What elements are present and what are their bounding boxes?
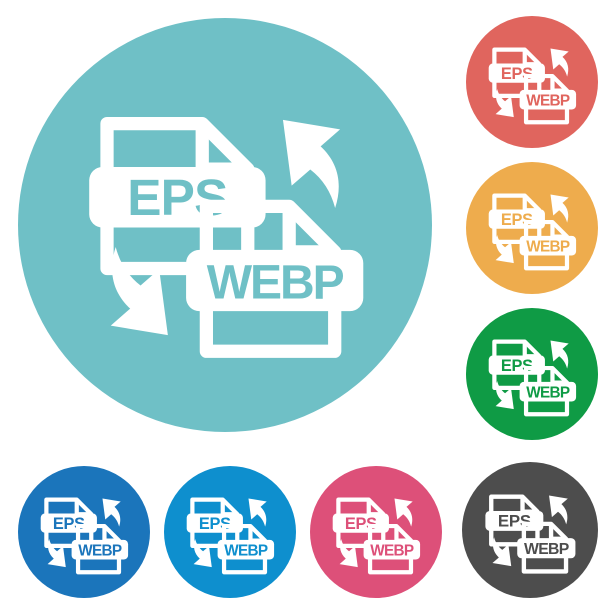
eps-webp-conversion-icon-light-blue[interactable]: EPS WEBP: [164, 466, 296, 598]
up-left-curved-arrow: [248, 498, 267, 527]
source-file-label-band: EPS: [485, 510, 544, 531]
source-file-label-text: EPS: [501, 357, 533, 375]
up-left-curved-arrow: [102, 498, 121, 527]
eps-webp-conversion-icon-teal[interactable]: EPS WEBP: [18, 18, 432, 432]
down-right-curved-arrow: [47, 538, 66, 568]
source-file-label-band: EPS: [89, 167, 266, 228]
source-file-label-text: EPS: [501, 65, 533, 83]
target-file-label-text: WEBP: [224, 542, 268, 559]
source-file-label-band: EPS: [186, 513, 243, 533]
down-right-curved-arrow: [495, 234, 514, 264]
file-conversion-glyph: EPS WEBP: [485, 494, 576, 574]
source-file-label-band: EPS: [40, 513, 97, 533]
up-left-curved-arrow: [549, 495, 568, 525]
target-file-label-band: WEBP: [517, 538, 576, 559]
target-file-label-text: WEBP: [526, 238, 570, 255]
up-left-curved-arrow: [550, 340, 569, 369]
target-file-label-text: WEBP: [526, 92, 570, 109]
target-file-label-band: WEBP: [217, 539, 275, 559]
source-file-label-text: EPS: [345, 515, 377, 533]
source-file-label-band: EPS: [488, 355, 545, 375]
file-conversion-glyph: EPS WEBP: [40, 497, 129, 575]
source-file-label-text: EPS: [501, 211, 533, 229]
source-file-label-band: EPS: [488, 63, 545, 83]
file-conversion-glyph: EPS WEBP: [89, 116, 364, 358]
source-file-label-band: EPS: [488, 209, 545, 229]
target-file-label-band: WEBP: [519, 381, 577, 401]
target-file-label-band: WEBP: [519, 235, 577, 255]
up-left-curved-arrow: [550, 48, 569, 77]
up-left-curved-arrow: [550, 194, 569, 223]
eps-webp-conversion-icon-blue[interactable]: EPS WEBP: [18, 466, 150, 598]
down-right-curved-arrow: [495, 88, 514, 118]
target-file-label-band: WEBP: [71, 539, 129, 559]
target-file-label-text: WEBP: [526, 384, 570, 401]
eps-webp-conversion-icon-pink[interactable]: EPS WEBP: [310, 466, 442, 598]
file-conversion-glyph: EPS WEBP: [488, 193, 577, 271]
eps-webp-conversion-icon-orange[interactable]: EPS WEBP: [466, 162, 598, 294]
source-file-label-band: EPS: [332, 513, 389, 533]
file-conversion-glyph: EPS WEBP: [488, 47, 577, 125]
target-file-label-text: WEBP: [78, 542, 122, 559]
eps-webp-conversion-icon-green[interactable]: EPS WEBP: [466, 308, 598, 440]
target-file-label-text: WEBP: [524, 541, 569, 558]
down-right-curved-arrow: [110, 246, 168, 336]
target-file-label-band: WEBP: [363, 539, 421, 559]
target-file-label-band: WEBP: [186, 249, 364, 312]
up-left-curved-arrow: [282, 119, 341, 209]
eps-webp-conversion-icon-gray[interactable]: EPS WEBP: [462, 462, 598, 598]
source-file-label-text: EPS: [53, 515, 85, 533]
down-right-curved-arrow: [492, 537, 512, 567]
file-conversion-glyph: EPS WEBP: [186, 497, 275, 575]
file-conversion-glyph: EPS WEBP: [332, 497, 421, 575]
target-file-label-text: WEBP: [370, 542, 414, 559]
down-right-curved-arrow: [193, 538, 212, 568]
eps-webp-conversion-icon-red[interactable]: EPS WEBP: [466, 16, 598, 148]
target-file-label-text: WEBP: [207, 257, 344, 310]
down-right-curved-arrow: [495, 380, 514, 410]
target-file-label-band: WEBP: [519, 89, 577, 109]
source-file-label-text: EPS: [199, 515, 231, 533]
down-right-curved-arrow: [339, 538, 358, 568]
file-conversion-glyph: EPS WEBP: [488, 339, 577, 417]
up-left-curved-arrow: [394, 498, 413, 527]
